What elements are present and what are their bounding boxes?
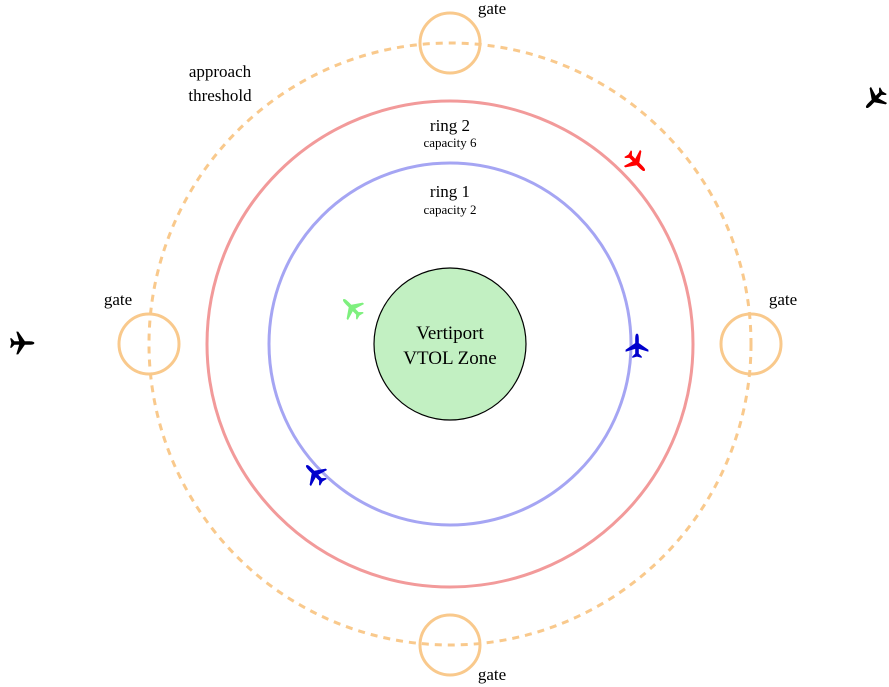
- approach-label-line1: approach: [189, 62, 252, 81]
- vertiport-zone: [373, 267, 527, 421]
- aircraft-ring-1-east-icon: [625, 333, 649, 358]
- ring-2-circle: [205, 99, 695, 589]
- ring-1-circle: [267, 161, 633, 527]
- gate-top-label: gate: [478, 0, 506, 18]
- gate-right: [719, 312, 783, 376]
- ring-1-capacity: capacity 2: [423, 202, 476, 217]
- aircraft-green-icon: [335, 291, 369, 325]
- approach-label-line2: threshold: [188, 86, 252, 105]
- gate-bottom-label: gate: [478, 665, 506, 684]
- gate-top: [418, 11, 482, 75]
- aircraft-incoming-west-icon: [10, 331, 35, 355]
- zone-label-line2: VTOL Zone: [403, 348, 496, 369]
- gate-bottom: [418, 613, 482, 677]
- gate-right-label: gate: [769, 290, 797, 309]
- zone-label-line1: Vertiport: [416, 323, 484, 344]
- ring-2-label: ring 2: [430, 116, 470, 135]
- gate-left-label: gate: [104, 290, 132, 309]
- aircraft-incoming-northeast-icon: [858, 82, 889, 116]
- ring-1-label: ring 1: [430, 182, 470, 201]
- approach-threshold-ring: [147, 41, 753, 647]
- ring-2-capacity: capacity 6: [423, 135, 477, 150]
- gate-left: [117, 312, 181, 376]
